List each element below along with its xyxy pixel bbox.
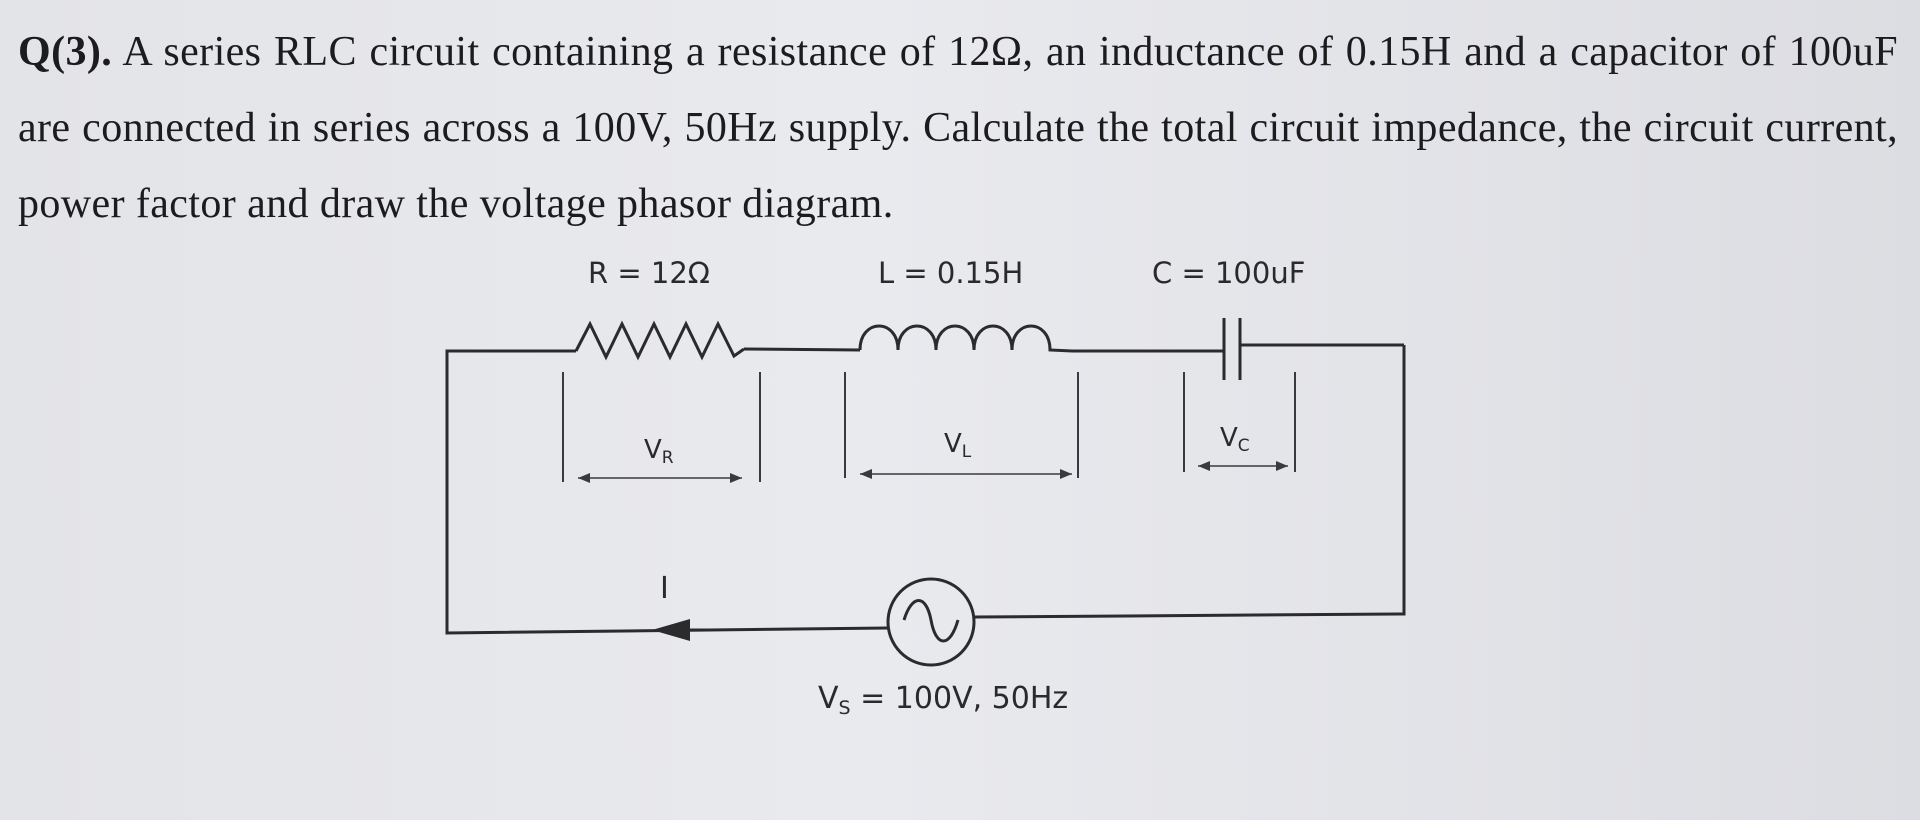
capacitor-label: C = 100uF <box>1152 256 1305 290</box>
supply-label: VS = 100V, 50Hz <box>818 681 1068 719</box>
question-text: Q(3). A series RLC circuit containing a … <box>18 14 1898 242</box>
vr-label: VR <box>644 435 674 468</box>
vc-label: VC <box>1220 423 1250 456</box>
current-arrow-icon <box>652 619 690 641</box>
resistor-label: R = 12Ω <box>588 256 710 290</box>
capacitor-symbol <box>1222 318 1242 380</box>
inductor-label: L = 0.15H <box>878 256 1023 290</box>
question-number: Q(3). <box>18 29 113 75</box>
vl-label: VL <box>944 429 972 462</box>
vc-voltage-bracket <box>1183 372 1296 472</box>
vl-voltage-bracket <box>844 372 1079 479</box>
vr-voltage-bracket <box>562 372 761 483</box>
current-label: I <box>660 571 669 606</box>
question-body: A series RLC circuit containing a resist… <box>18 29 1898 227</box>
ac-source-icon <box>886 577 976 667</box>
circuit-wires <box>445 343 1406 635</box>
resistor-symbol <box>574 320 745 361</box>
inductor-symbol <box>858 324 1073 353</box>
